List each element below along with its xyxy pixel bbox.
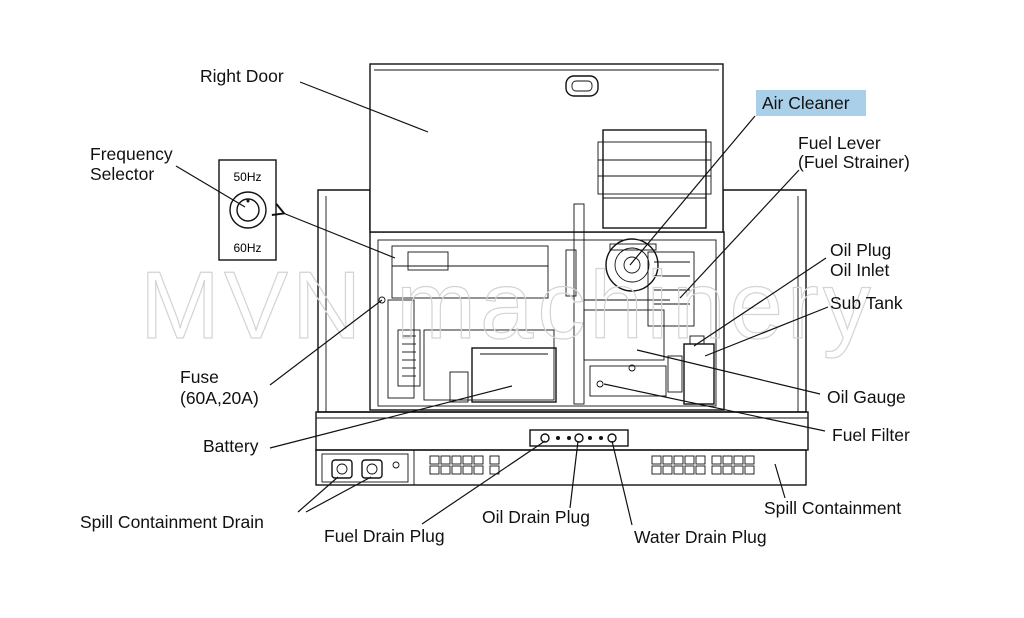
right-door xyxy=(369,63,724,233)
leader-lines xyxy=(175,81,829,526)
vent-slot xyxy=(489,465,500,475)
label-frequency-selector-line1: Frequency xyxy=(90,144,173,164)
vent-slot xyxy=(429,455,440,465)
vent-slot xyxy=(651,455,662,465)
label-oil-plug-line1: Oil Plug xyxy=(830,240,891,260)
vent-slot xyxy=(429,465,440,475)
label-water-drain-plug: Water Drain Plug xyxy=(634,527,767,547)
label-oil-drain-plug: Oil Drain Plug xyxy=(482,507,590,527)
vent-slot xyxy=(744,465,755,475)
label-air-cleaner: Air Cleaner xyxy=(762,93,850,113)
vent-slot xyxy=(722,455,733,465)
vent-slot xyxy=(695,465,706,475)
freq-60hz-text: 60Hz xyxy=(233,241,261,255)
vent-slot xyxy=(451,455,462,465)
vent-slot xyxy=(662,465,673,475)
freq-50hz-text: 50Hz xyxy=(233,170,261,184)
label-spill-containment: Spill Containment xyxy=(764,498,901,518)
label-battery: Battery xyxy=(203,436,259,456)
vent-slot xyxy=(473,455,484,465)
vent-slot xyxy=(451,465,462,475)
label-fuel-lever-line1: Fuel Lever xyxy=(798,133,881,153)
label-right-door: Right Door xyxy=(200,66,284,86)
label-fuel-filter: Fuel Filter xyxy=(832,425,910,445)
vent-slot xyxy=(684,465,695,475)
internal-components xyxy=(378,203,715,405)
air-cleaner-highlight xyxy=(756,90,866,116)
label-sub-tank: Sub Tank xyxy=(830,293,903,313)
label-oil-plug-line2: Oil Inlet xyxy=(830,260,889,280)
callout-labels: Right Door Frequency Selector Air Cleane… xyxy=(80,66,910,547)
frequency-selector-panel: 50Hz 60Hz xyxy=(218,159,277,261)
vent-slot xyxy=(440,455,451,465)
label-fuse-line1: Fuse xyxy=(180,367,219,387)
label-fuel-drain-plug: Fuel Drain Plug xyxy=(324,526,445,546)
vent-slot xyxy=(744,455,755,465)
label-fuse-line2: (60A,20A) xyxy=(180,388,259,408)
vent-slot xyxy=(722,465,733,475)
label-oil-gauge: Oil Gauge xyxy=(827,387,906,407)
drain-plug-strip xyxy=(529,429,629,447)
watermark: MVN machinery xyxy=(140,252,875,359)
vent-slot xyxy=(662,455,673,465)
vent-slot xyxy=(473,465,484,475)
label-spill-containment-drain: Spill Containment Drain xyxy=(80,512,264,532)
vent-slot xyxy=(440,465,451,475)
vent-slot xyxy=(462,465,473,475)
vent-slot xyxy=(673,455,684,465)
vent-slot xyxy=(673,465,684,475)
generator-body xyxy=(315,189,809,486)
label-frequency-selector-line2: Selector xyxy=(90,164,154,184)
vent-slot xyxy=(733,465,744,475)
base-vents xyxy=(429,455,755,475)
vent-slot xyxy=(733,455,744,465)
frequency-knob-icon xyxy=(229,191,267,229)
vent-slot xyxy=(651,465,662,475)
vent-slot xyxy=(684,455,695,465)
vent-slot xyxy=(711,455,722,465)
vent-slot xyxy=(711,465,722,475)
vent-slot xyxy=(489,455,500,465)
label-fuel-lever-line2: (Fuel Strainer) xyxy=(798,152,910,172)
spill-containment-drain-ports xyxy=(321,453,409,483)
vent-slot xyxy=(695,455,706,465)
vent-slot xyxy=(462,455,473,465)
